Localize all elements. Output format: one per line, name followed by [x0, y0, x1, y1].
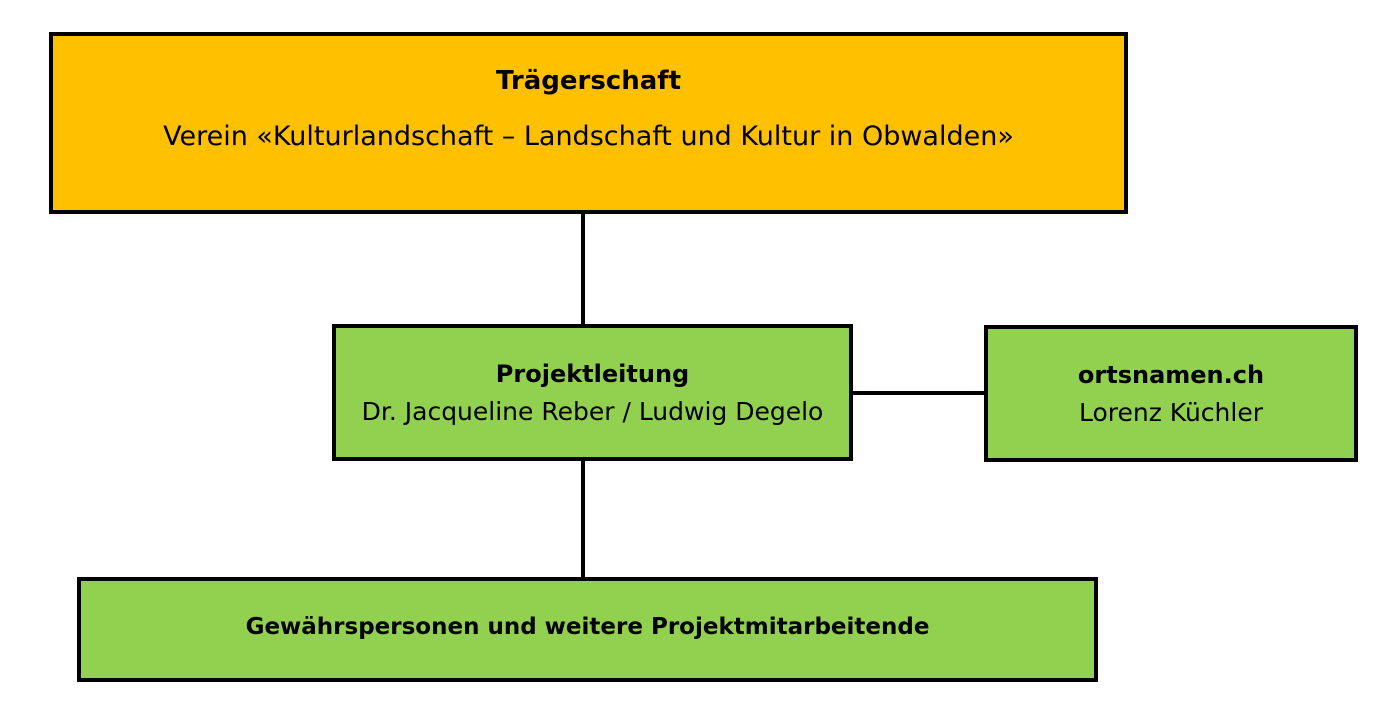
- traegerschaft-title: Trägerschaft: [496, 66, 681, 96]
- projektleitung-box: Projektleitung Dr. Jacqueline Reber / Lu…: [332, 324, 853, 461]
- connector-traegerschaft-projektleitung: [581, 214, 585, 324]
- ortsnamen-box: ortsnamen.ch Lorenz Küchler: [984, 325, 1358, 462]
- connector-projektleitung-gewaehrspersonen: [581, 461, 585, 577]
- projektleitung-subtitle: Dr. Jacqueline Reber / Ludwig Degelo: [361, 396, 824, 426]
- projektleitung-title: Projektleitung: [495, 359, 690, 388]
- connector-projektleitung-ortsnamen: [853, 391, 984, 395]
- gewaehrspersonen-title: Gewährspersonen und weitere Projektmitar…: [245, 613, 930, 640]
- ortsnamen-subtitle: Lorenz Küchler: [1079, 397, 1263, 427]
- traegerschaft-subtitle: Verein «Kulturlandschaft – Landschaft un…: [163, 121, 1014, 152]
- gewaehrspersonen-box: Gewährspersonen und weitere Projektmitar…: [77, 577, 1098, 682]
- ortsnamen-title: ortsnamen.ch: [1077, 360, 1265, 389]
- traegerschaft-box: Trägerschaft Verein «Kulturlandschaft – …: [49, 32, 1128, 214]
